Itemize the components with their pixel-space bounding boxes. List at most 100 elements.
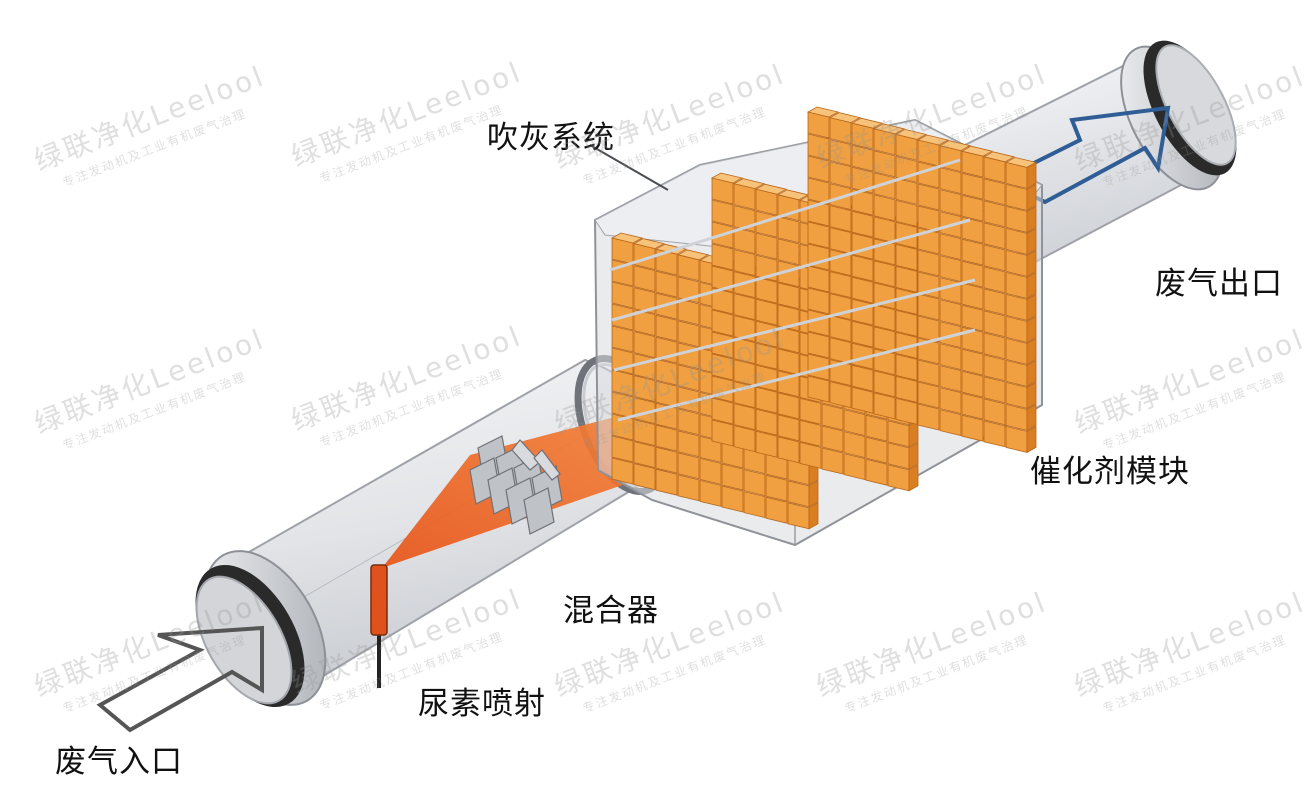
catalyst-block	[983, 244, 1006, 272]
catalyst-block	[917, 205, 940, 233]
soot-blowing-lance	[589, 144, 669, 191]
catalyst-block	[807, 133, 830, 161]
catalyst-block	[677, 364, 700, 392]
catalyst-block-side	[1026, 227, 1037, 256]
catalyst-block	[777, 238, 800, 266]
catalyst-block	[611, 435, 634, 463]
catalyst-block	[807, 375, 830, 403]
catalyst-block	[983, 178, 1006, 206]
catalyst-block	[677, 386, 700, 414]
catalyst-block	[755, 430, 778, 458]
catalyst-block	[983, 420, 1006, 448]
catalyst-block	[1005, 227, 1028, 255]
catalyst-block-top	[872, 123, 906, 135]
catalyst-block	[777, 414, 800, 442]
catalyst-block	[851, 320, 874, 348]
catalyst-block	[917, 183, 940, 211]
catalyst-module-3	[806, 106, 1038, 454]
catalyst-block	[961, 392, 984, 420]
catalyst-block	[939, 255, 962, 283]
catalyst-block	[633, 419, 656, 447]
catalyst-block-top	[676, 249, 710, 261]
catalyst-block	[1005, 249, 1028, 277]
catalyst-block	[895, 265, 918, 293]
exhaust-outlet-label: 废气出口	[1155, 266, 1283, 302]
catalyst-block-side	[808, 502, 819, 530]
catalyst-block	[851, 210, 874, 238]
catalyst-block	[983, 266, 1006, 294]
catalyst-block	[1005, 403, 1028, 431]
catalyst-block	[865, 436, 888, 464]
catalyst-block	[1005, 271, 1028, 299]
catalyst-block	[983, 376, 1006, 404]
catalyst-block	[699, 479, 722, 507]
catalyst-block	[939, 299, 962, 327]
catalyst-block	[1005, 337, 1028, 365]
catalyst-block	[917, 359, 940, 387]
catalyst-block	[983, 310, 1006, 338]
catalyst-block	[821, 447, 844, 475]
outlet-flow-arrow	[995, 105, 1171, 205]
catalyst-block	[843, 453, 866, 481]
catalyst-block	[873, 216, 896, 244]
catalyst-block	[829, 139, 852, 167]
catalyst-block	[765, 474, 788, 502]
catalyst-block	[851, 386, 874, 414]
catalyst-block	[1005, 425, 1028, 453]
catalyst-block-side	[1026, 161, 1037, 190]
static-mixer	[469, 435, 563, 535]
catalyst-block-side	[808, 480, 819, 508]
catalyst-block	[655, 314, 678, 342]
catalyst-block	[733, 293, 756, 321]
catalyst-block	[851, 276, 874, 304]
catalyst-block	[961, 172, 984, 200]
catalyst-block	[633, 463, 656, 491]
catalyst-block	[733, 403, 756, 431]
catalyst-block	[799, 397, 822, 425]
catalyst-block	[961, 238, 984, 266]
catalyst-block	[917, 293, 940, 321]
catalyst-block-top	[806, 106, 840, 118]
catalyst-block	[917, 403, 940, 431]
catalyst-block	[895, 375, 918, 403]
catalyst-block-top	[938, 140, 972, 152]
catalyst-block	[851, 254, 874, 282]
catalyst-block	[799, 419, 822, 447]
catalyst-block	[939, 387, 962, 415]
catalyst-block	[829, 205, 852, 233]
catalyst-block	[843, 409, 866, 437]
catalyst-block	[895, 243, 918, 271]
catalyst-block	[961, 282, 984, 310]
catalyst-block	[807, 353, 830, 381]
catalyst-block	[787, 480, 810, 508]
catalyst-block-side	[908, 464, 919, 492]
catalyst-block	[917, 249, 940, 277]
catalyst-block	[777, 216, 800, 244]
catalyst-block	[917, 161, 940, 189]
catalyst-block-top	[710, 172, 744, 184]
catalyst-block	[851, 364, 874, 392]
catalyst-block	[711, 353, 734, 381]
catalyst-block-top	[732, 178, 766, 190]
catalyst-block	[983, 200, 1006, 228]
catalyst-block-side	[1026, 337, 1037, 366]
catalyst-block	[939, 277, 962, 305]
catalyst-block	[611, 369, 634, 397]
catalyst-block	[777, 392, 800, 420]
catalyst-block	[677, 430, 700, 458]
catalyst-block	[895, 199, 918, 227]
catalyst-block	[939, 189, 962, 217]
catalyst-block	[1005, 205, 1028, 233]
catalyst-block	[807, 221, 830, 249]
catalyst-block	[655, 446, 678, 474]
catalyst-block	[851, 298, 874, 326]
catalyst-block	[917, 381, 940, 409]
catalyst-block-side	[1026, 249, 1037, 278]
catalyst-block	[1005, 381, 1028, 409]
mixer-label: 混合器	[563, 593, 659, 629]
catalyst-block	[755, 276, 778, 304]
catalyst-block	[611, 281, 634, 309]
catalyst-block	[633, 287, 656, 315]
catalyst-block	[873, 392, 896, 420]
catalyst-block	[917, 315, 940, 343]
